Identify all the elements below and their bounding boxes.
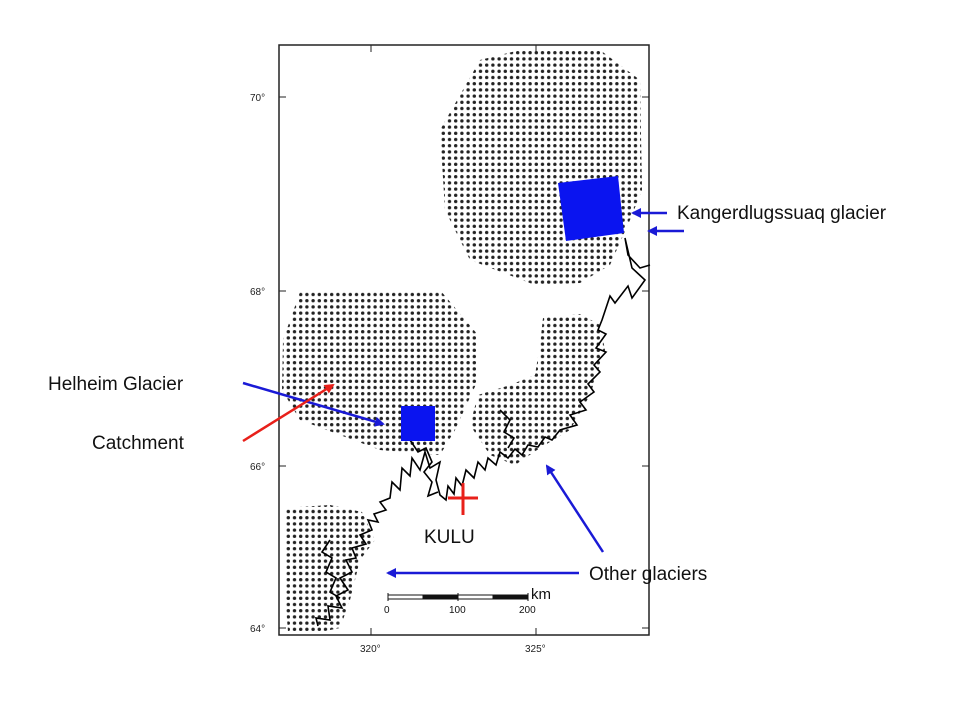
- label-kulu: KULU: [424, 527, 475, 548]
- lon-tick-325: 325°: [525, 644, 546, 655]
- lat-tick-70: 70°: [250, 93, 265, 104]
- scale-tick-200: 200: [519, 605, 536, 616]
- scale-tick-100: 100: [449, 605, 466, 616]
- lat-tick-64: 64°: [250, 624, 265, 635]
- helheim-catchment-region: [282, 290, 478, 455]
- label-other-glaciers: Other glaciers: [589, 564, 707, 585]
- southern-region: [284, 505, 375, 632]
- label-kangerdlugssuaq-glacier: Kangerdlugssuaq glacier: [677, 203, 887, 224]
- coastline-fjord-east: [499, 409, 516, 449]
- lat-tick-68: 68°: [250, 287, 265, 298]
- scale-bar: 0 100 200 km: [384, 586, 551, 616]
- coastline-fjord-helheim: [409, 439, 439, 498]
- lon-tick-320: 320°: [360, 644, 381, 655]
- other-glaciers-region: [470, 314, 605, 465]
- coastline: [314, 237, 651, 627]
- kangerdlugssuaq-catchment-region: [440, 50, 642, 285]
- kangerdlugssuaq-glacier-box: [558, 176, 624, 241]
- arrow-catchment: [242, 383, 335, 443]
- arrow-helheim-glacier: [242, 381, 385, 427]
- scale-tick-0: 0: [384, 605, 390, 616]
- helheim-glacier-box: [401, 406, 435, 441]
- map-frame: [278, 44, 650, 636]
- label-catchment: Catchment: [92, 433, 185, 454]
- latitude-axis: 70° 68° 66° 64°: [250, 93, 649, 635]
- longitude-axis: 320° 325°: [360, 45, 546, 655]
- coastline-fjord-south: [320, 539, 341, 599]
- kulu-marker: [448, 483, 478, 515]
- scale-unit: km: [531, 586, 551, 603]
- label-helheim-glacier: Helheim Glacier: [48, 374, 184, 395]
- lat-tick-66: 66°: [250, 462, 265, 473]
- arrow-other-glaciers-1: [545, 464, 605, 553]
